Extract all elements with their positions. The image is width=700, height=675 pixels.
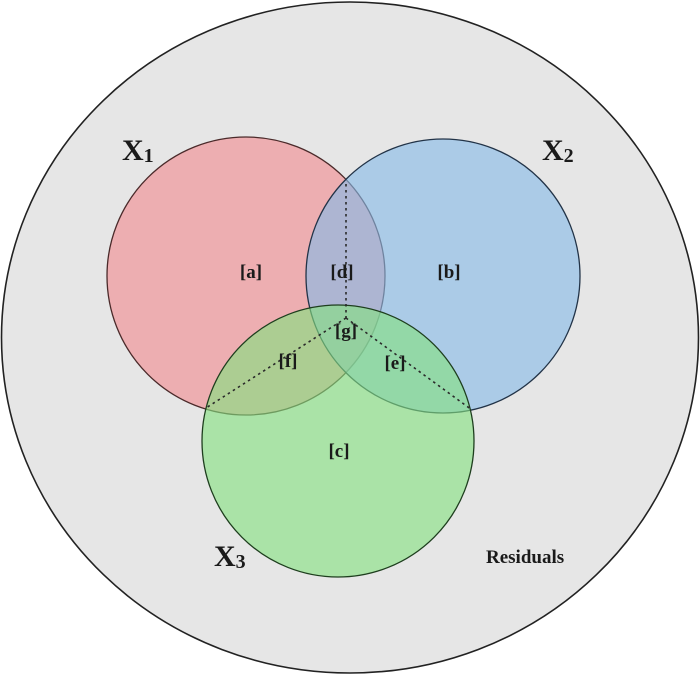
region-e-label: [e] [384,353,405,374]
set-x3-label: X3 [214,540,246,573]
partition-line-right [345,317,473,411]
set-x3-circle [201,304,475,578]
region-f-label: [f] [279,351,298,372]
partition-line-left [205,317,347,409]
region-c-label: [c] [328,441,349,462]
set-x2-label: X2 [542,134,574,167]
residuals-label: Residuals [486,547,564,568]
set-x1-label: X1 [122,134,154,167]
region-a-label: [a] [240,262,262,283]
region-g-label: [g] [335,321,357,342]
region-d-label: [d] [330,262,353,283]
partition-lines [205,184,473,411]
region-b-label: [b] [437,262,460,283]
